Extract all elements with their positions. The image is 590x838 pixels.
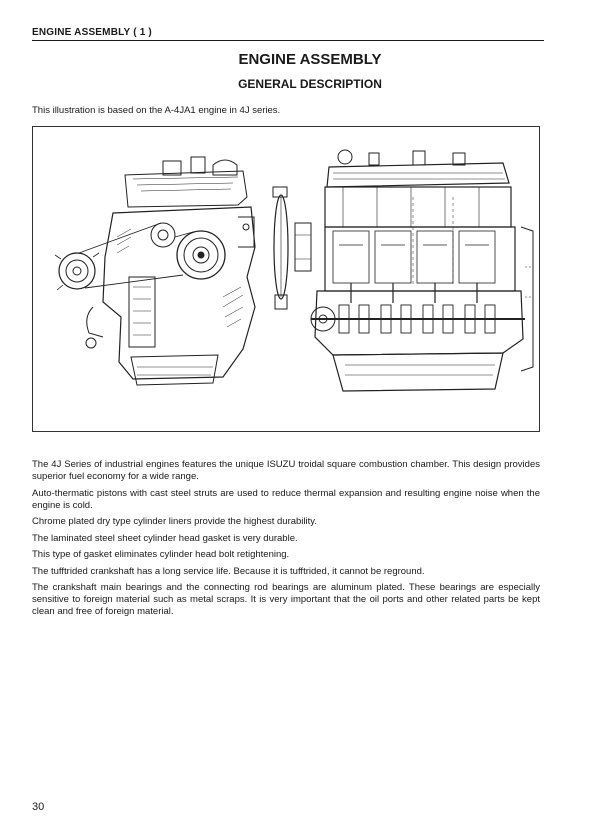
engine-side-view xyxy=(272,149,534,392)
paragraph: The 4J Series of industrial engines feat… xyxy=(32,459,540,482)
body-text: The 4J Series of industrial engines feat… xyxy=(32,459,540,623)
engine-front-view xyxy=(54,156,256,386)
paragraph: This type of gasket eliminates cylinder … xyxy=(32,549,290,560)
paragraph: The tufftrided crankshaft has a long ser… xyxy=(32,565,425,577)
paragraph: Chrome plated dry type cylinder liners p… xyxy=(32,516,317,527)
header-rule xyxy=(32,40,544,41)
section-subtitle: GENERAL DESCRIPTION xyxy=(238,77,382,91)
paragraph: The laminated steel sheet cylinder head … xyxy=(32,532,298,544)
intro-text: This illustration is based on the A-4JA1… xyxy=(32,105,281,116)
page-title: ENGINE ASSEMBLY xyxy=(238,51,382,68)
running-head: ENGINE ASSEMBLY ( 1 ) xyxy=(32,27,152,38)
page-number: 30 xyxy=(32,801,45,813)
paragraph: Auto-thermatic pistons with cast steel s… xyxy=(32,487,540,511)
engine-illustration-frame xyxy=(32,126,540,432)
engine-illustration xyxy=(54,149,534,392)
paragraph: The crankshaft main bearings and the con… xyxy=(32,582,540,617)
